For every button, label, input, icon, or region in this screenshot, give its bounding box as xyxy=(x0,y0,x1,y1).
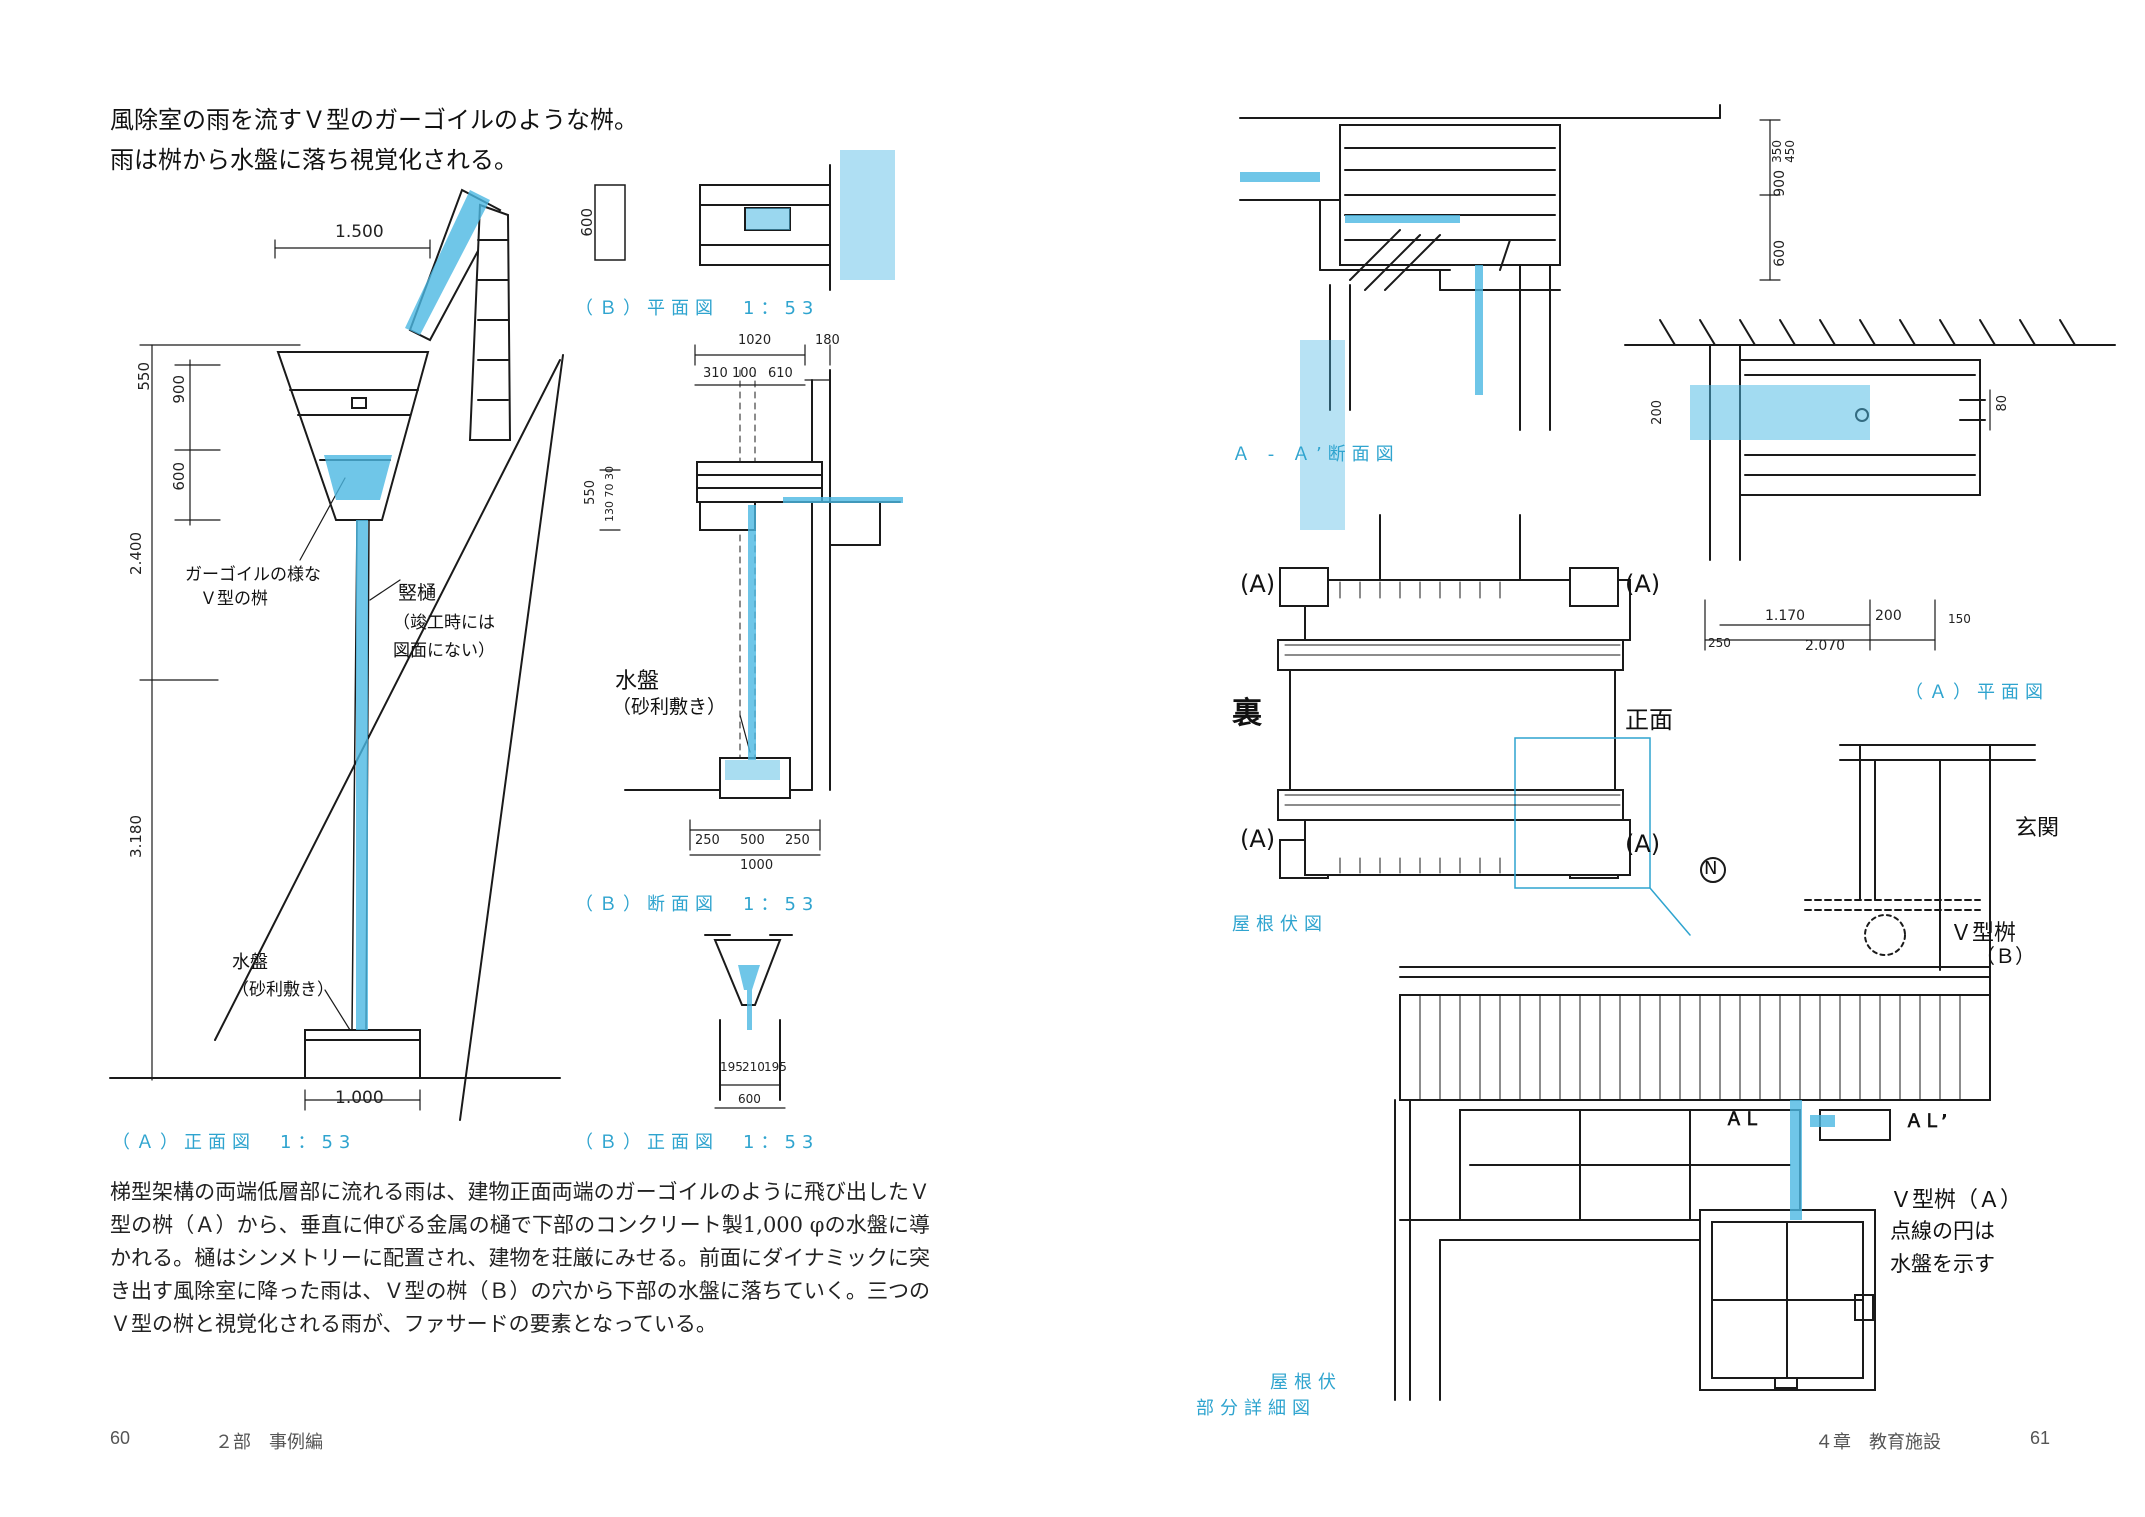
running-head-right: ４章 教育施設 xyxy=(1815,1432,1941,1452)
b-sec-dim-small: 130 70 30 xyxy=(603,466,616,522)
b-sec-dim-1000: 1000 xyxy=(740,858,774,873)
aa-dim-600: 600 xyxy=(1772,240,1788,267)
roof-label-a-tl: (A) xyxy=(1240,570,1276,598)
basin-label-1: 水盤 xyxy=(232,952,268,973)
b-sec-dim-180: 180 xyxy=(815,333,840,348)
b-front-dim-210: 210 xyxy=(742,1060,765,1074)
dim-550: 550 xyxy=(135,362,153,391)
aa-dim-350: 350 xyxy=(1770,140,1784,163)
a-plan-dim-200: 200 xyxy=(1650,400,1665,425)
water-wash xyxy=(324,150,1870,1220)
roof-label-back: 裏 xyxy=(1232,696,1262,731)
b-plan-drawing xyxy=(594,164,831,291)
a-plan-dim-2070: 2.070 xyxy=(1805,638,1846,654)
a-plan-dim-200b: 200 xyxy=(1875,608,1902,624)
dim-2400: 2.400 xyxy=(127,532,145,575)
page-number-left: 60 xyxy=(110,1428,131,1448)
b-sec-dim-1020: 1020 xyxy=(738,333,772,348)
b-front-dim-195b: 195 xyxy=(764,1060,787,1074)
caption-b-front: （Ｂ）正面図 1：53 xyxy=(575,1132,820,1153)
basin-label-2: （砂利敷き） xyxy=(232,980,334,1000)
b-sec-dim-550: 550 xyxy=(583,480,598,505)
north-arrow-label: N xyxy=(1704,858,1718,879)
caption-roof-detail-1: 屋根伏 xyxy=(1270,1372,1342,1393)
caption-a-front: （Ａ）正面図 1：53 xyxy=(112,1132,357,1153)
b-plan-dim-600: 600 xyxy=(578,208,596,237)
roof-label-a-bl: (A) xyxy=(1240,825,1276,853)
roof-label-a-br: (A) xyxy=(1625,830,1661,858)
gargoyle-label-1: ガーゴイルの様な xyxy=(185,565,321,585)
dim-900: 900 xyxy=(170,375,188,404)
caption-b-plan: （Ｂ）平面図 1：53 xyxy=(575,298,820,319)
dim-600: 600 xyxy=(170,462,188,491)
roof-label-front: 正面 xyxy=(1625,706,1673,734)
aa-section-drawing xyxy=(1239,104,1781,431)
v-box-b-label-1: Ｖ型桝 xyxy=(1950,921,2017,946)
b-sec-dim-100: 100 xyxy=(732,366,757,381)
b-sec-dim-250a: 250 xyxy=(695,833,720,848)
roof-label-a-tr: (A) xyxy=(1625,570,1661,598)
a-plan-dim-250: 250 xyxy=(1708,636,1731,650)
caption-a-plan: （Ａ）平面図 xyxy=(1905,682,2049,703)
caption-roof-plan: 屋根伏図 xyxy=(1232,914,1328,935)
body-text: 梯型架構の両端低層部に流れる雨は、建物正面両端のガーゴイルのように飛び出したＶ型… xyxy=(110,1180,930,1336)
caption-b-section: （Ｂ）断面図 1：53 xyxy=(575,894,820,915)
aa-dim-450: 450 xyxy=(1783,140,1797,163)
b-sec-dim-500: 500 xyxy=(740,833,765,848)
v-box-b-label-2: （Ｂ） xyxy=(1975,944,2035,968)
a-plan-dim-1170: 1.170 xyxy=(1765,608,1806,624)
section-basin-label-1: 水盤 xyxy=(615,669,660,694)
b-sec-dim-310: 310 xyxy=(703,366,728,381)
downpipe-label-2: （竣工時には xyxy=(393,613,495,633)
a-plan-dim-150: 150 xyxy=(1948,612,1971,626)
b-front-dim-600: 600 xyxy=(738,1092,761,1106)
v-box-a-label-2: 点線の円は xyxy=(1890,1219,1995,1243)
page-number-right: 61 xyxy=(2030,1428,2051,1448)
dim-1500: 1.500 xyxy=(335,222,384,242)
note-line-1: 風除室の雨を流すＶ型のガーゴイルのような桝。 xyxy=(110,106,638,134)
entrance-label: 玄関 xyxy=(2015,816,2060,841)
roof-plan-drawing xyxy=(1277,514,1726,936)
downpipe-label-1: 竪樋 xyxy=(398,582,437,604)
a-plan-drawing xyxy=(1624,319,2116,651)
dim-3180: 3.180 xyxy=(127,815,145,858)
a-front-elevation-drawing xyxy=(109,188,564,1121)
aa-dim-900: 900 xyxy=(1772,170,1788,197)
dim-1000: 1.000 xyxy=(335,1088,384,1108)
running-head-left: ２部 事例編 xyxy=(215,1432,323,1452)
v-box-a-label-1: Ｖ型桝（Ａ） xyxy=(1890,1188,2023,1213)
section-basin-label-2: （砂利敷き） xyxy=(612,696,727,718)
section-mark-right: ＡＬ’ xyxy=(1905,1111,1948,1132)
roof-detail-drawing xyxy=(1394,744,2036,1401)
b-front-dim-195a: 195 xyxy=(720,1060,743,1074)
downpipe-label-3: 図面にない） xyxy=(393,641,495,661)
caption-aa-section: Ａ - Ａ’断面図 xyxy=(1232,444,1400,465)
v-box-a-label-3: 水盤を示す xyxy=(1890,1252,1995,1276)
gargoyle-label-2: Ｖ型の桝 xyxy=(200,589,268,609)
a-plan-dim-80: 80 xyxy=(1995,395,2010,412)
note-line-2: 雨は桝から水盤に落ち視覚化される。 xyxy=(110,146,518,174)
b-sec-dim-250b: 250 xyxy=(785,833,810,848)
section-mark-left: ＡＬ xyxy=(1725,1109,1761,1130)
b-section-drawing xyxy=(599,344,901,856)
caption-roof-detail-2: 部分詳細図 xyxy=(1196,1398,1316,1419)
b-sec-dim-610: 610 xyxy=(768,366,793,381)
